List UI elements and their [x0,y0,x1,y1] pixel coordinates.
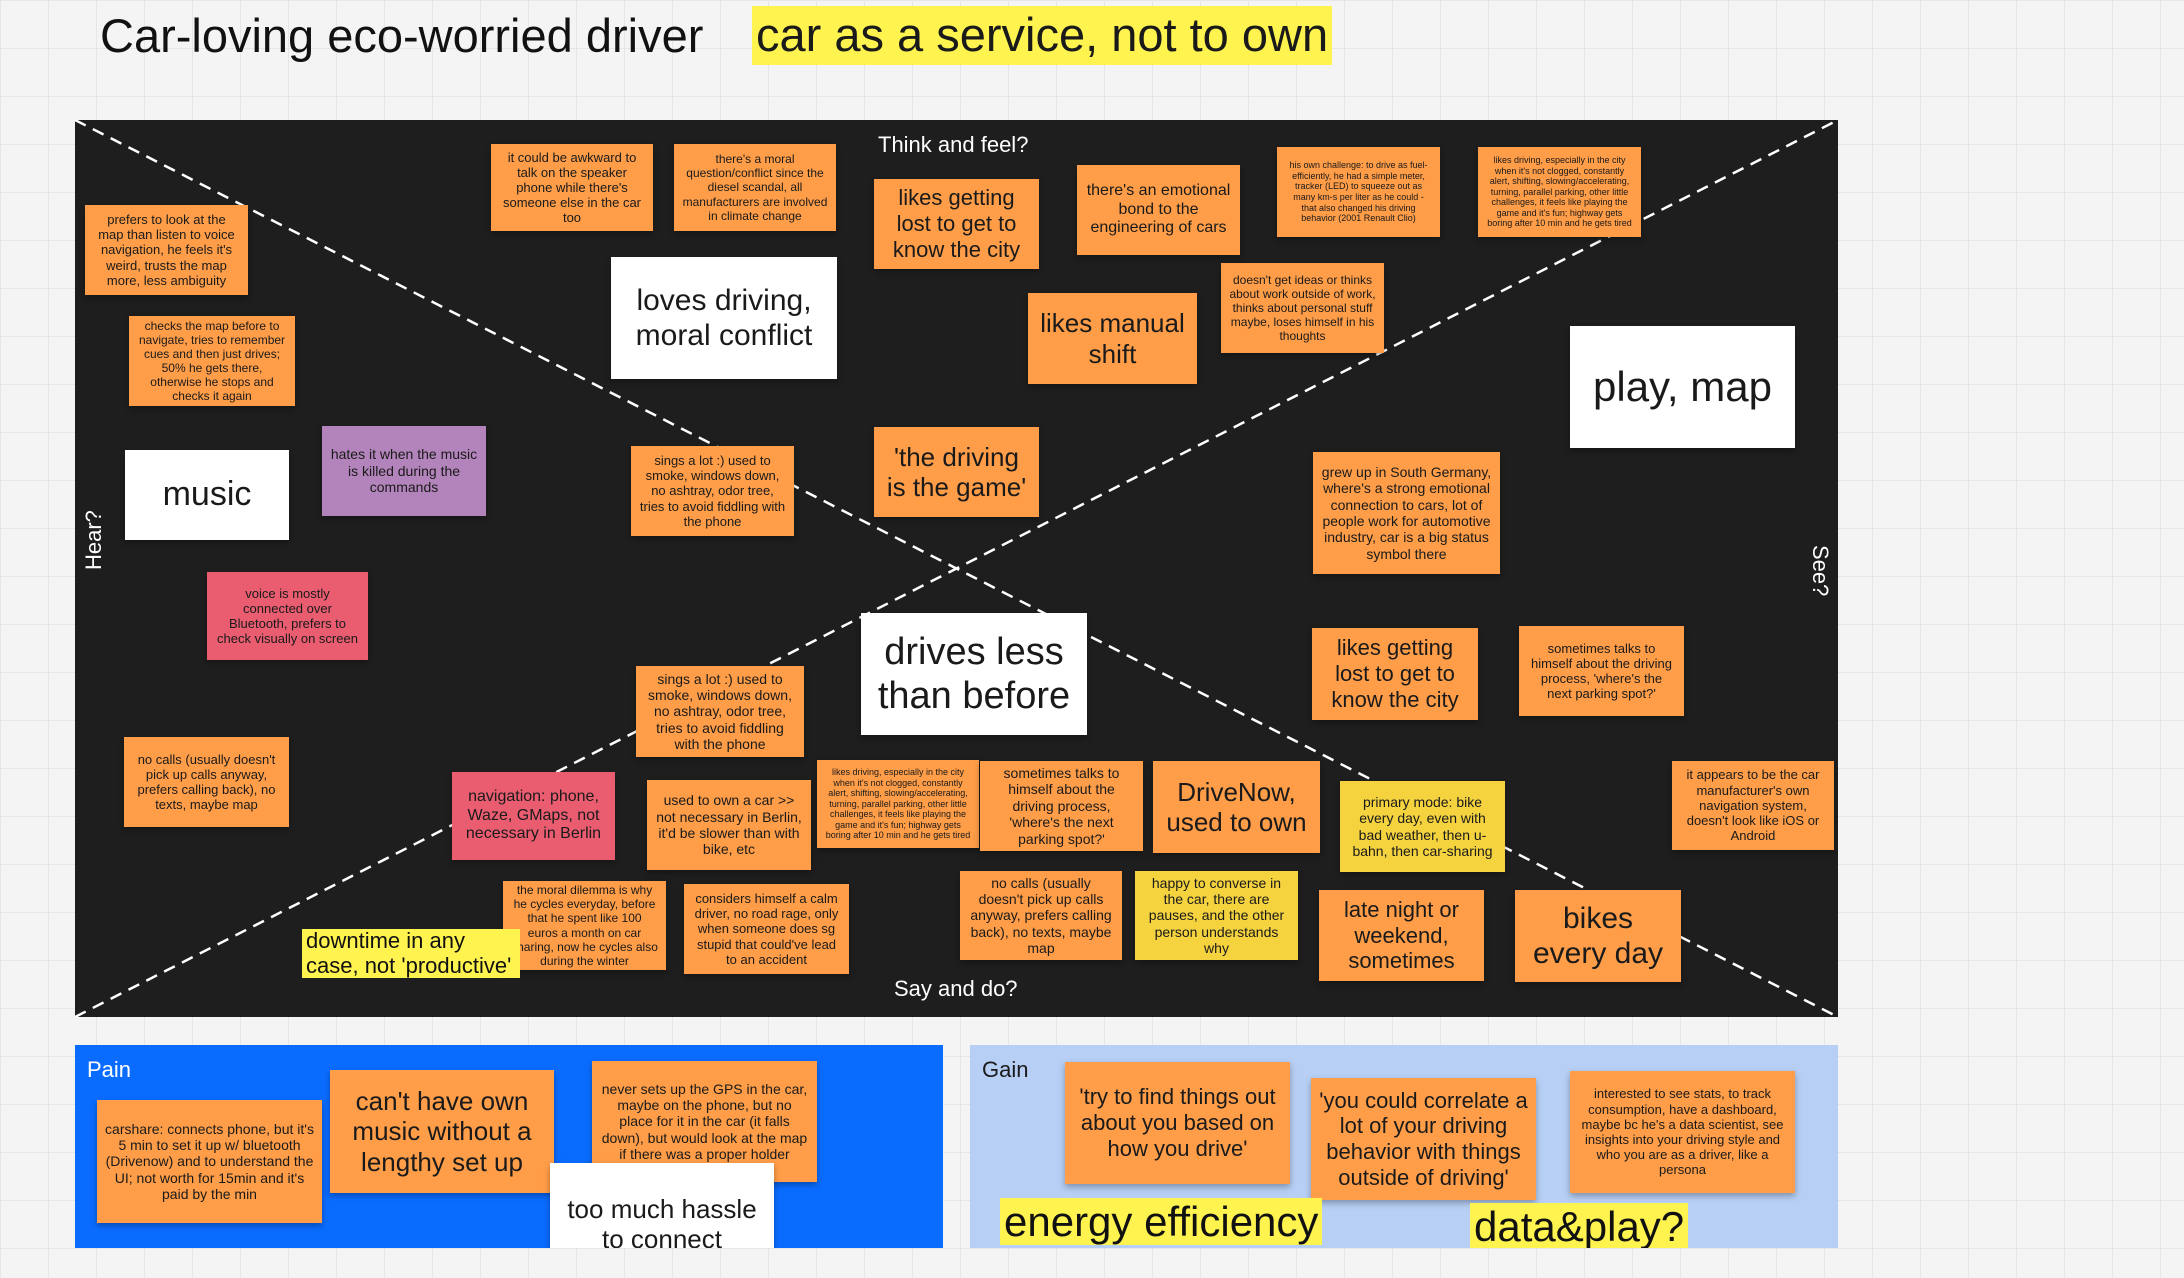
pain-panel: Pain carshare: connects phone, but it's … [75,1045,943,1248]
sticky-note[interactable]: likes getting lost to get to know the ci… [874,179,1039,269]
highlight-text[interactable]: downtime in any case, not 'productive' [302,928,520,979]
sticky-note[interactable]: navigation: phone, Waze, GMaps, not nece… [452,772,615,860]
sticky-note[interactable]: carshare: connects phone, but it's 5 min… [97,1100,322,1223]
gain-panel: Gain 'try to find things out about you b… [970,1045,1838,1248]
sticky-note[interactable]: sings a lot :) used to smoke, windows do… [631,446,794,536]
sticky-note[interactable]: used to own a car >> not necessary in Be… [647,780,811,870]
sticky-note[interactable]: sometimes talks to himself about the dri… [980,761,1143,851]
sticky-note[interactable]: the moral dilemma is why he cycles every… [503,881,666,970]
sticky-note[interactable]: music [125,450,289,540]
sticky-note[interactable]: 'try to find things out about you based … [1065,1062,1290,1184]
sticky-note[interactable]: checks the map before to navigate, tries… [129,316,295,406]
axis-label-hear: Hear? [81,510,106,570]
board-diagonals [75,120,1838,1017]
sticky-note[interactable]: 'the driving is the game' [874,427,1039,517]
sticky-note[interactable]: late night or weekend, sometimes [1319,890,1484,981]
sticky-note[interactable]: it appears to be the car manufacturer's … [1672,761,1834,850]
sticky-note[interactable]: hates it when the music is killed during… [322,426,486,516]
axis-label-see: See? [1808,545,1833,597]
sticky-note[interactable]: voice is mostly connected over Bluetooth… [207,572,368,660]
sticky-note[interactable]: there's an emotional bond to the enginee… [1077,165,1240,255]
sticky-note[interactable]: it could be awkward to talk on the speak… [491,144,653,231]
sticky-note[interactable]: no calls (usually doesn't pick up calls … [960,871,1122,960]
sticky-note[interactable]: likes driving, especially in the city wh… [1478,147,1641,237]
sticky-note[interactable]: primary mode: bike every day, even with … [1340,781,1505,872]
sticky-note[interactable]: interested to see stats, to track consum… [1570,1071,1795,1193]
sticky-note[interactable]: grew up in South Germany, where's a stro… [1313,452,1500,574]
highlight-text[interactable]: data&play? [1470,1203,1689,1248]
sticky-note[interactable]: prefers to look at the map than listen t… [85,205,248,295]
sticky-note[interactable]: drives less than before [861,613,1087,735]
sticky-note[interactable]: no calls (usually doesn't pick up calls … [124,737,289,827]
tagline-highlight[interactable]: car as a service, not to own [752,6,1333,65]
sticky-note[interactable]: can't have own music without a lengthy s… [330,1070,554,1193]
sticky-note[interactable]: happy to converse in the car, there are … [1135,871,1298,960]
sticky-note[interactable]: sometimes talks to himself about the dri… [1519,626,1684,716]
axis-label-say-do: Say and do? [894,976,1018,1001]
sticky-note[interactable]: DriveNow, used to own [1153,761,1320,853]
sticky-note[interactable]: likes manual shift [1028,293,1197,384]
sticky-note[interactable]: there's a moral question/conflict since … [674,144,836,231]
diagonal-line-up [75,120,1838,1017]
highlight-text[interactable]: energy efficiency [1000,1198,1323,1246]
sticky-note[interactable]: considers himself a calm driver, no road… [684,884,849,974]
gain-label: Gain [982,1057,1029,1082]
sticky-note[interactable]: likes driving, especially in the city wh… [817,760,979,848]
sticky-note[interactable]: his own challenge: to drive as fuel-effi… [1277,147,1440,237]
axis-label-think-feel: Think and feel? [878,132,1029,157]
sticky-note[interactable]: doesn't get ideas or thinks about work o… [1221,263,1384,353]
sticky-note[interactable]: too much hassle to connect [550,1163,774,1248]
board-title[interactable]: Car-loving eco-worried driver [100,9,704,62]
sticky-note[interactable]: never sets up the GPS in the car, maybe … [592,1061,817,1182]
sticky-note[interactable]: sings a lot :) used to smoke, windows do… [636,666,804,757]
sticky-note[interactable]: likes getting lost to get to know the ci… [1312,628,1478,720]
sticky-note[interactable]: bikes every day [1515,890,1681,982]
sticky-note[interactable]: 'you could correlate a lot of your drivi… [1311,1078,1536,1200]
sticky-note[interactable]: play, map [1570,326,1795,448]
sticky-note[interactable]: loves driving, moral conflict [611,257,837,379]
pain-label: Pain [87,1057,132,1082]
empathy-map-board: Think and feel? Say and do? Hear? See? i… [75,120,1838,1017]
